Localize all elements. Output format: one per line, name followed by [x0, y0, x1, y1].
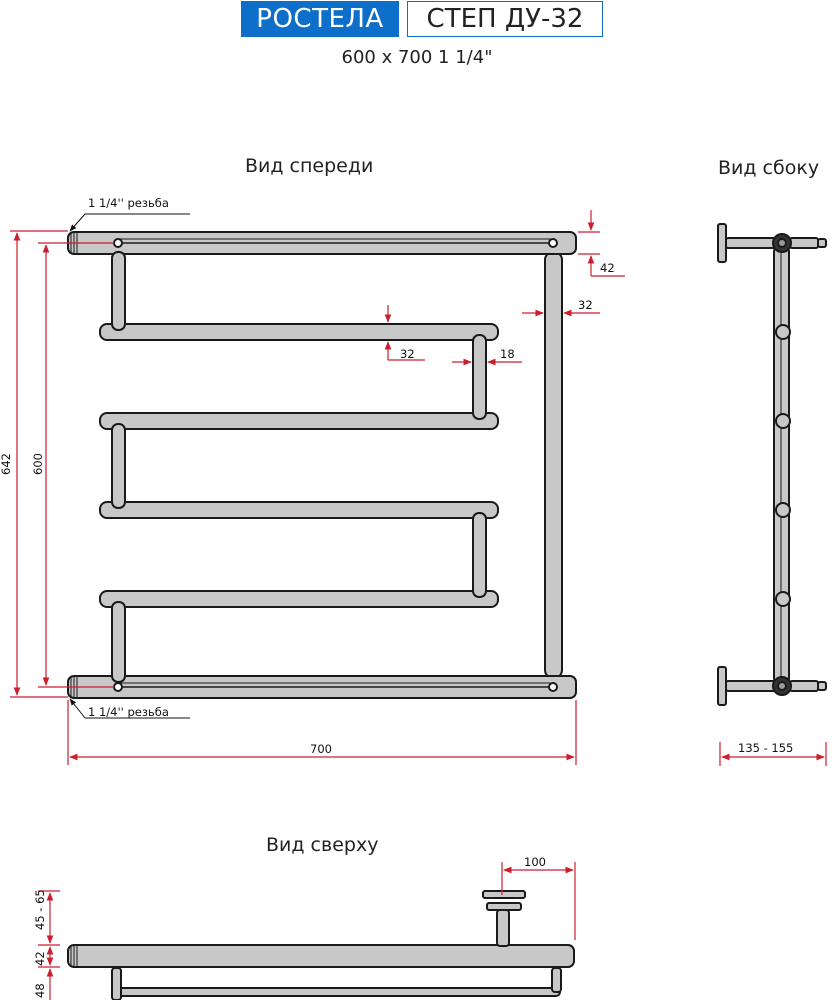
- rung-1: [99, 323, 499, 341]
- front-dimensions: [10, 210, 625, 765]
- front-dimension-texts: 42 32 32 18 642 600 700: [0, 261, 615, 756]
- dim-18: 18: [500, 347, 515, 361]
- dim-side-depth: 135 - 155: [738, 741, 793, 755]
- size-subtitle: 600 x 700 1 1/4": [341, 47, 493, 68]
- top-view-title: Вид сверху: [266, 834, 379, 856]
- connector-left-3: [111, 601, 126, 683]
- rung-3: [99, 501, 499, 519]
- side-dimension: [719, 742, 827, 766]
- connector-right-1: [472, 334, 487, 420]
- dim-700: 700: [310, 742, 332, 756]
- connector-right-2: [472, 512, 487, 598]
- dim-top-48: 48: [33, 983, 47, 998]
- connector-left-2: [111, 423, 126, 509]
- dim-top-100: 100: [524, 855, 546, 869]
- front-view-title: Вид спереди: [245, 155, 374, 177]
- side-view: [717, 223, 827, 706]
- top-view: [67, 890, 575, 1000]
- top-dimension-texts: 100 45 - 65 42 48: [33, 855, 546, 998]
- dim-32-riser: 32: [578, 298, 593, 312]
- dim-600: 600: [31, 453, 45, 475]
- thread-bottom-label: 1 1/4'' резьба: [88, 705, 169, 719]
- top-dimensions: [38, 862, 576, 1000]
- right-riser-pipe: [544, 251, 563, 679]
- dim-42: 42: [600, 261, 615, 275]
- thread-labels: 1 1/4'' резьба 1 1/4'' резьба: [69, 196, 190, 719]
- dim-642: 642: [0, 453, 13, 475]
- model-label: СТЕП ДУ-32: [407, 1, 603, 37]
- side-view-title: Вид сбоку: [718, 157, 820, 179]
- dim-32-rung: 32: [400, 347, 415, 361]
- rung-2: [99, 412, 499, 430]
- front-view: [67, 231, 577, 699]
- dim-top-42: 42: [33, 951, 47, 966]
- rung-4: [99, 590, 499, 608]
- thread-top-label: 1 1/4'' резьба: [88, 196, 169, 210]
- dim-top-45-65: 45 - 65: [33, 889, 47, 930]
- connector-left-1: [111, 251, 126, 331]
- brand-label: РОСТЕЛА: [241, 1, 399, 37]
